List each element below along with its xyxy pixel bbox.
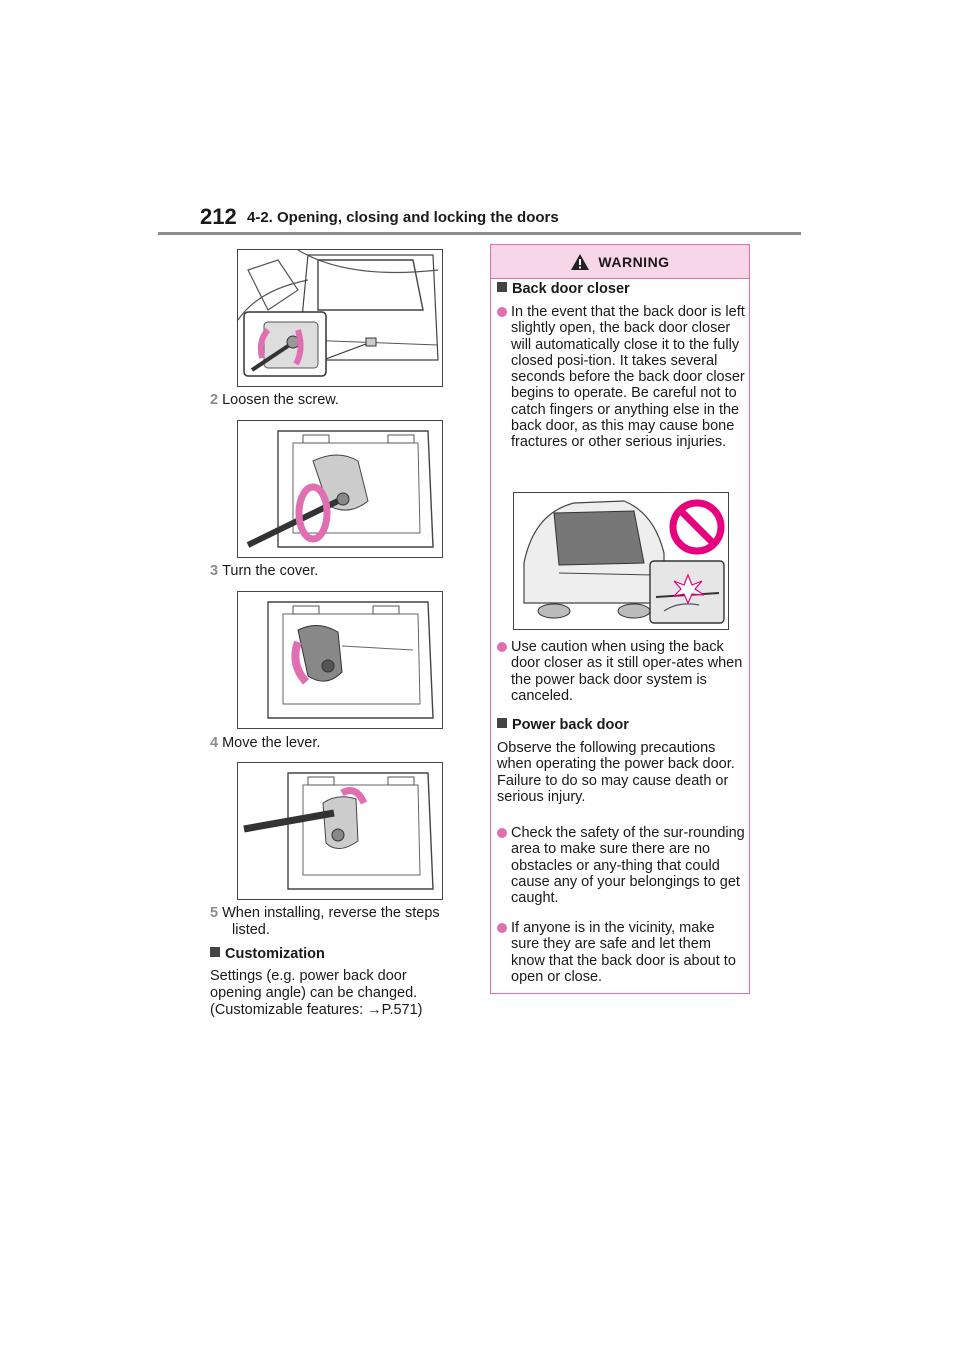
power-back-door-intro: Observe the following precautions when o… (497, 740, 735, 805)
figure-move-lever (237, 762, 443, 900)
step-text: When installing, reverse the steps liste… (222, 905, 440, 938)
step-number: 5 (210, 905, 219, 921)
figure-back-door-closer-warning (513, 492, 729, 630)
warning-box: WARNING Back door closer In the event th… (490, 244, 750, 994)
square-bullet-icon (210, 947, 220, 957)
square-bullet-icon (497, 718, 507, 728)
step-text: Move the lever. (222, 735, 321, 751)
step-number: 3 (210, 563, 219, 579)
pink-bullet-icon (497, 307, 507, 317)
back-door-closer-heading: Back door closer (497, 281, 630, 297)
step-number: 4 (210, 735, 219, 751)
figure-turn-cover (237, 591, 443, 729)
step-text: Loosen the screw. (222, 392, 339, 408)
step-number: 2 (210, 392, 219, 408)
page-header: 212 4-2. Opening, closing and locking th… (200, 204, 800, 238)
warning-title: WARNING (598, 253, 670, 270)
warning-bullet: Use caution when using the back door clo… (497, 639, 745, 704)
customization-heading: Customization (210, 946, 325, 962)
section-title: 4-2. Opening, closing and locking the do… (247, 209, 559, 226)
warning-bullet: Check the safety of the sur-rounding are… (497, 825, 745, 906)
pink-bullet-icon (497, 828, 507, 838)
power-back-door-heading: Power back door (497, 717, 629, 733)
pink-bullet-icon (497, 642, 507, 652)
header-divider (158, 232, 801, 235)
figure-back-door-overview (237, 249, 443, 387)
pink-bullet-icon (497, 923, 507, 933)
warning-bullet: In the event that the back door is left … (497, 304, 745, 451)
warning-header: WARNING (491, 245, 749, 279)
customization-text: Settings (e.g. power back door opening a… (210, 968, 423, 1018)
warning-bullet: If anyone is in the vicinity, make sure … (497, 920, 745, 985)
step-text: Turn the cover. (222, 563, 319, 579)
square-bullet-icon (497, 282, 507, 292)
warning-triangle-icon (571, 253, 590, 270)
page-number: 212 (200, 204, 237, 229)
figure-loosen-screw (237, 420, 443, 558)
